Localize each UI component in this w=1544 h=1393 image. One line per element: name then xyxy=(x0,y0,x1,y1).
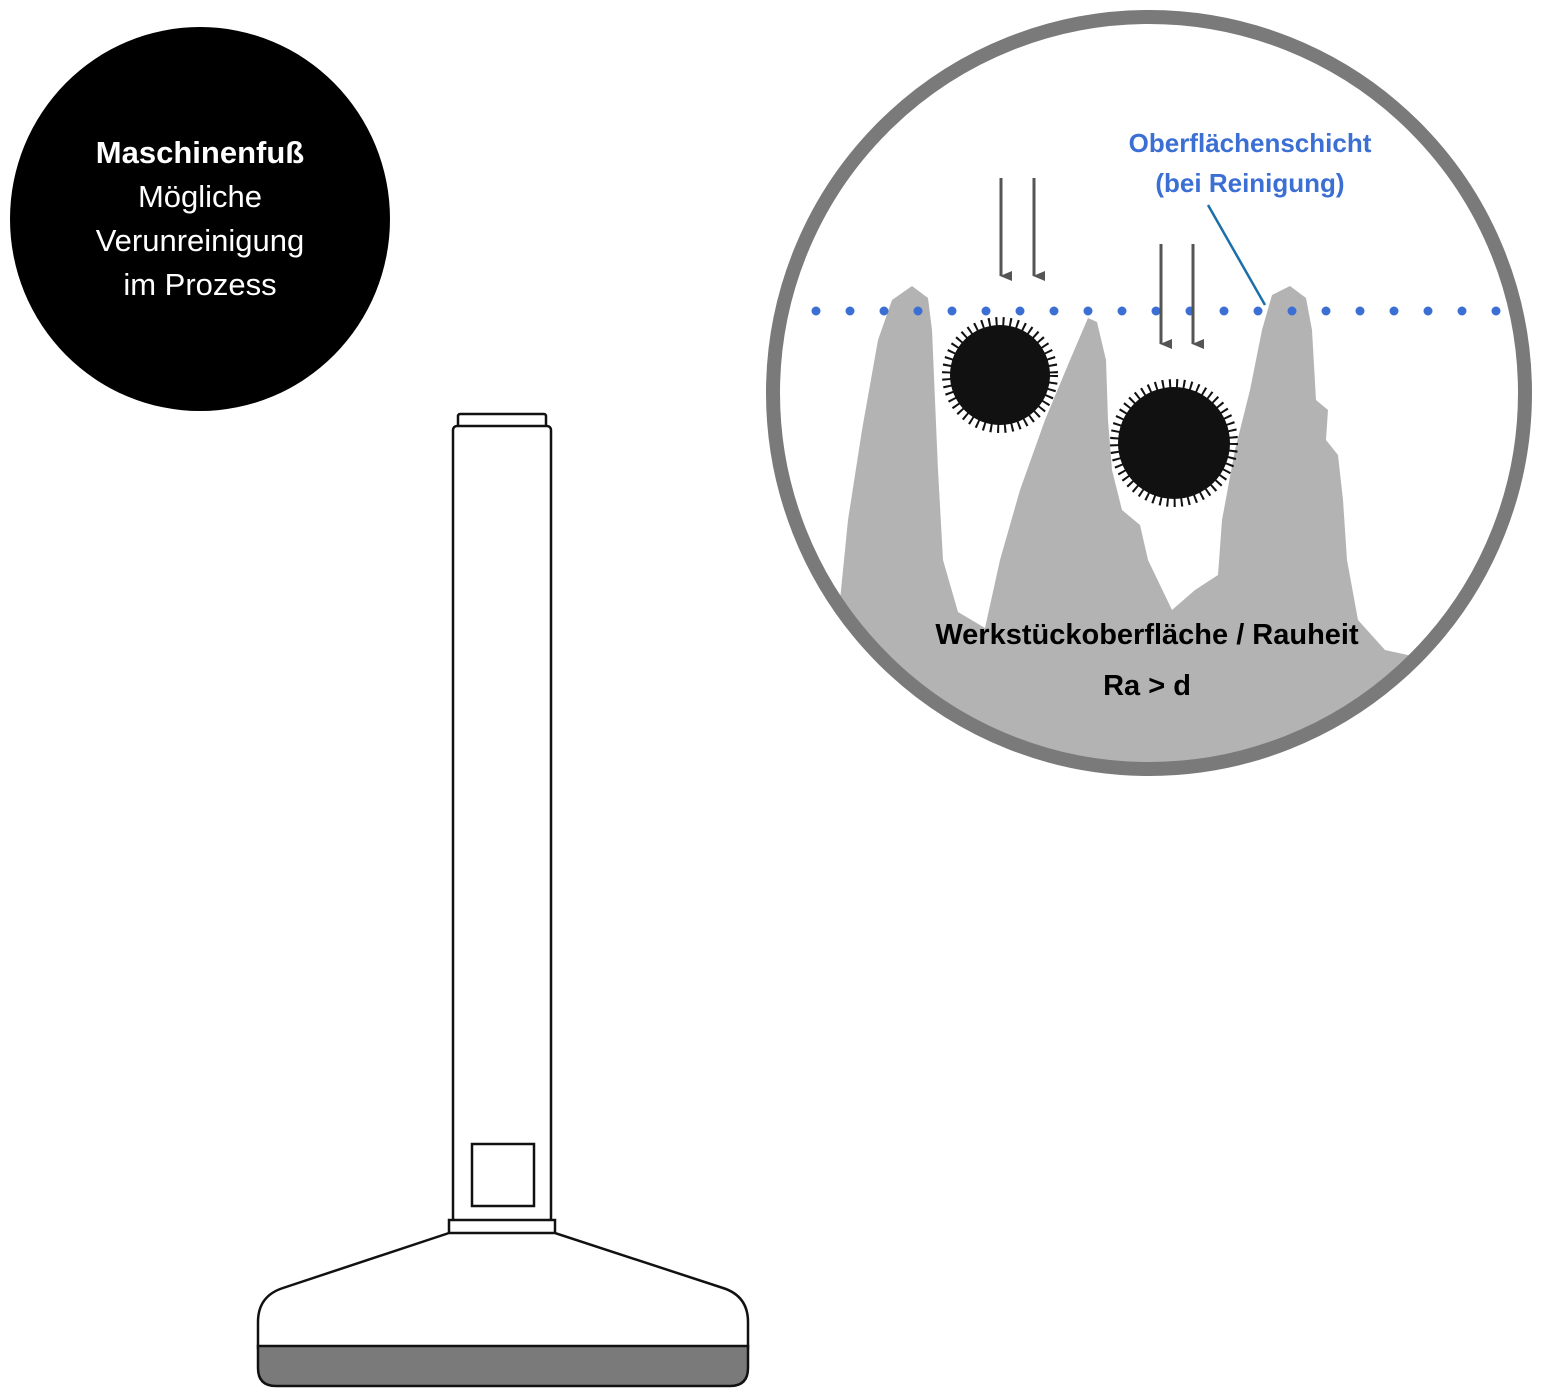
badge-line-2: Verunreinigung xyxy=(95,223,305,258)
foot-shaft xyxy=(451,424,553,1224)
badge-title: Maschinenfuß xyxy=(95,135,305,170)
badge-line-1: Mögliche xyxy=(137,179,263,214)
foot-sole xyxy=(256,1344,750,1388)
surface-layer-label-1: Oberflächenschicht xyxy=(1129,128,1372,158)
roughness-peaks xyxy=(773,286,1525,769)
roughness-formula: Ra > d xyxy=(1103,670,1191,702)
badge-line-3: im Prozess xyxy=(123,267,277,302)
machine-foot-drawing xyxy=(256,412,750,1388)
machine-foot-badge: Maschinenfuß Mögliche Verunreinigung im … xyxy=(10,27,390,411)
magnifier-lens: Oberflächenschicht (bei Reinigung) Werks… xyxy=(766,10,1532,776)
pressure-arrows xyxy=(999,178,1204,349)
surface-layer-label-2: (bei Reinigung) xyxy=(1155,168,1344,198)
contamination-particle-1 xyxy=(942,317,1058,433)
workpiece-surface-label: Werkstückoberfläche / Rauheit xyxy=(935,619,1359,651)
contamination-particle-2 xyxy=(1110,379,1238,507)
lens-ring xyxy=(766,10,1532,776)
foot-marker-square xyxy=(470,1142,536,1208)
label-leader-line xyxy=(1206,204,1267,306)
foot-base xyxy=(256,1231,750,1350)
